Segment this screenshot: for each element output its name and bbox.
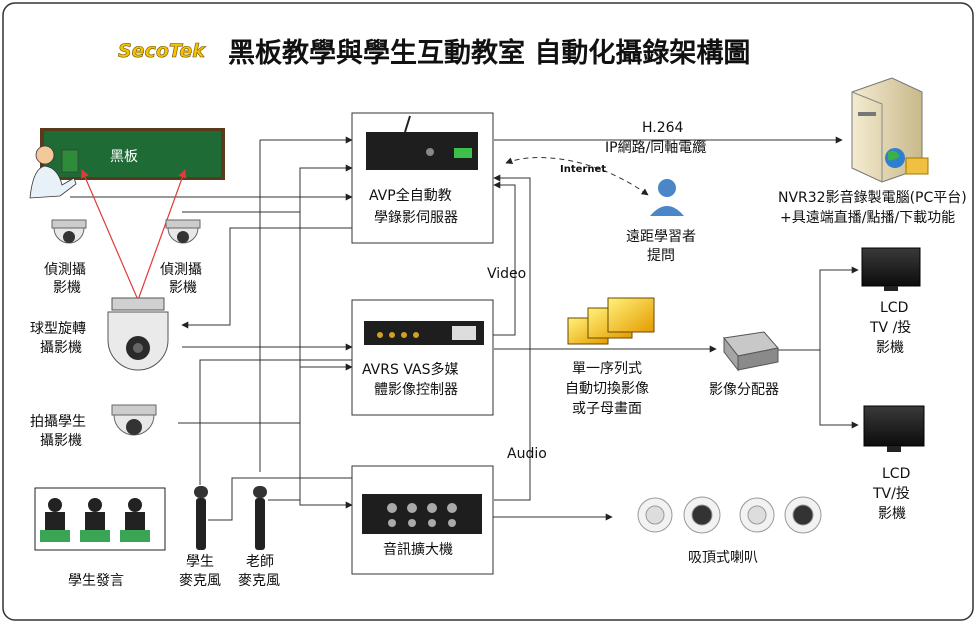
avrs-label-1: AVRS VAS多媒: [362, 361, 458, 378]
internet-label: Internet: [560, 164, 606, 175]
line-splitter-to-lcd-top: [776, 266, 859, 351]
video-label: Video: [487, 266, 526, 282]
avp-label-2: 學錄影伺服器: [374, 210, 458, 226]
amplifier-box: 音訊擴大機: [351, 465, 494, 575]
line-avp-to-ptz: [181, 227, 352, 329]
detection-camera-right-icon: [165, 219, 201, 244]
nvr-label-2: +具遠端直播/點播/下載功能: [780, 209, 955, 226]
nvr-label-1: NVR32影音錄製電腦(PC平台): [778, 189, 967, 206]
camera-coverage-lines: [81, 169, 187, 301]
ptz-label-2: 攝影機: [40, 340, 82, 356]
mic-student-label-2: 麥克風: [179, 573, 221, 589]
cam-right-label-1: 偵測攝: [160, 262, 202, 278]
lcd-bottom-label-1: LCD: [882, 466, 910, 482]
lcd-tv-top-icon: [861, 247, 921, 291]
line-video-to-avp: [492, 181, 516, 336]
switching-label-1: 單一序列式: [572, 361, 642, 377]
mic-teacher-icon: [253, 486, 267, 550]
internet-link: [505, 157, 649, 196]
audio-label: Audio: [507, 446, 547, 462]
network-label: IP網路/同軸電纜: [605, 139, 706, 156]
lcd-top-label-3: 影機: [876, 340, 904, 356]
line-splitter-to-lcd-bottom: [819, 350, 859, 429]
line-mic-teacher-to-amp: [268, 499, 353, 509]
avp-label-1: AVP全自動教: [369, 187, 452, 204]
line-studentcam-to-avrs: [178, 363, 353, 424]
nvr-pc-icon: [851, 77, 929, 183]
secotek-logo: SecoTek: [118, 40, 206, 62]
lcd-bottom-label-2: TV/投: [872, 486, 910, 502]
students-icon: [34, 487, 166, 551]
lcd-tv-bottom-icon: [863, 405, 925, 452]
ptz-label-1: 球型旋轉: [30, 321, 86, 337]
avrs-controller-box: AVRS VAS多媒 體影像控制器: [351, 299, 494, 416]
line-mic-student-up: [199, 359, 352, 485]
mic-student-icon: [194, 486, 208, 550]
avp-server-box: AVP全自動教 學錄影伺服器: [351, 112, 494, 244]
splitter-label: 影像分配器: [709, 382, 779, 398]
h264-label: H.264: [642, 120, 684, 136]
avrs-label-2: 體影像控制器: [374, 382, 458, 398]
line-mic-student-to-amp: [208, 477, 352, 521]
page-title: 黑板教學與學生互動教室 自動化攝錄架構圖: [228, 37, 750, 69]
connection-lines: [70, 136, 859, 521]
remote-label-1: 遠距學習者: [626, 229, 696, 245]
student-cam-label-1: 拍攝學生: [30, 414, 86, 430]
students-label: 學生發言: [68, 573, 124, 589]
ptz-camera-icon: [107, 297, 169, 371]
mic-student-label-1: 學生: [186, 554, 214, 570]
mic-teacher-label-2: 麥克風: [238, 573, 280, 589]
cam-right-label-2: 影機: [169, 280, 197, 296]
switching-label-2: 自動切換影像: [565, 381, 649, 397]
amp-label: 音訊擴大機: [383, 541, 453, 558]
switching-label-3: 或子母畫面: [572, 401, 642, 417]
mic-teacher-label-1: 老師: [246, 554, 274, 570]
lcd-top-label-2: TV /投: [869, 320, 911, 336]
ceiling-speakers-icon: [637, 496, 822, 534]
student-cam-label-2: 攝影機: [40, 433, 82, 449]
blackboard-label: 黑板: [110, 149, 138, 165]
student-camera-icon: [111, 404, 157, 436]
lcd-top-label-1: LCD: [880, 300, 908, 316]
video-splitter-icon: [723, 331, 779, 372]
speakers-label: 吸頂式喇叭: [688, 550, 758, 566]
lcd-bottom-label-3: 影機: [878, 506, 906, 522]
remote-learner-icon: [650, 179, 684, 216]
switching-screens-icon: [567, 297, 655, 345]
detection-camera-left-icon: [51, 219, 87, 244]
cam-left-label-2: 影機: [53, 280, 81, 296]
cam-left-label-1: 偵測攝: [44, 262, 86, 278]
remote-label-2: 提問: [647, 248, 675, 264]
teacher-icon: [29, 145, 79, 199]
